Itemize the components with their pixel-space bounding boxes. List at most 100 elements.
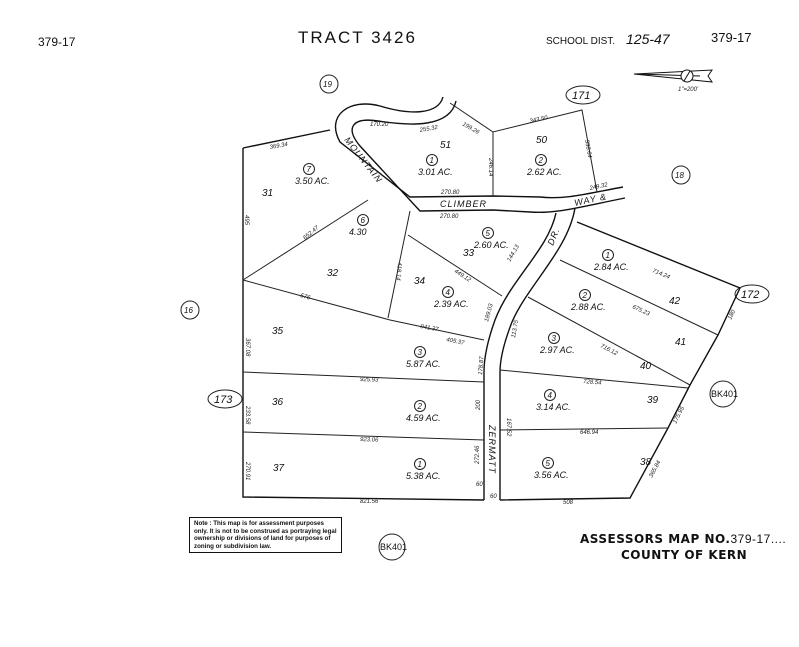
lot-number: 42 — [669, 296, 681, 307]
svg-text:171: 171 — [572, 90, 590, 102]
school-dist-value: 125-47 — [626, 31, 671, 47]
dimension-label: 343.50 — [529, 115, 549, 125]
parcel-number-circle — [535, 154, 547, 166]
dimension-label: 369.34 — [269, 142, 289, 151]
svg-text:172: 172 — [741, 289, 759, 301]
parcel-number-circle — [602, 249, 614, 261]
dimension-label: 338.64 — [583, 139, 592, 159]
lot-number: 38 — [640, 457, 652, 468]
dimension-label: 200 — [476, 399, 482, 411]
dimension-label: 60 — [490, 494, 497, 500]
north-arrow-icon: 1"=200' — [633, 69, 714, 93]
lot-number: 41 — [675, 337, 686, 348]
assessors-map-label: ASSESSORS MAP NO. — [580, 532, 731, 546]
parcel-number-circle — [579, 289, 591, 301]
map-ref-left: 379-17 — [38, 35, 76, 49]
parcel-number: 7 — [307, 165, 312, 174]
parcel-31: 73.50 AC.31 — [262, 163, 330, 199]
parcel-number: 1 — [430, 156, 434, 165]
parcel-number: 2 — [582, 291, 588, 300]
lot-number: 51 — [440, 140, 451, 151]
dimension-label: 272.46 — [475, 445, 481, 465]
parcel-number: 2 — [538, 156, 544, 165]
parcel-number: 5 — [546, 459, 551, 468]
parcel-number: 1 — [606, 251, 610, 260]
parcel-number: 5 — [486, 229, 491, 238]
svg-text:19: 19 — [323, 80, 332, 89]
lot-number: 37 — [273, 463, 285, 474]
street-label-dr: DR. — [546, 226, 562, 247]
parcel-number-circle — [414, 400, 426, 412]
parcel-number-circle — [414, 458, 426, 470]
parcel-35: 35.87 AC.35 — [272, 326, 441, 369]
lot-number: 40 — [640, 361, 652, 372]
parcel-number-circle — [303, 163, 315, 175]
dimension-label: 652.47 — [302, 225, 320, 242]
dimension-label: 941.37 — [420, 324, 440, 333]
parcel-33: 52.60 AC.33 — [463, 227, 509, 259]
svg-text:BK401: BK401 — [711, 389, 738, 399]
parcel-acreage: 3.50 AC. — [295, 176, 330, 186]
parcel-number: 4 — [446, 288, 451, 297]
parcel-acreage: 4.59 AC. — [406, 413, 441, 423]
dimension-label: 923.06 — [360, 437, 379, 444]
dimension-label: 675.23 — [631, 304, 651, 317]
parcel-42: 12.84 AC.42 — [593, 249, 681, 307]
dimension-label: 60 — [476, 482, 483, 488]
street-label-climber: CLIMBER — [440, 199, 487, 209]
parcel-number-circle — [426, 154, 438, 166]
school-dist-label: SCHOOL DIST. — [546, 36, 615, 47]
adjacent-map-bk401-bottom: BK401 — [378, 533, 407, 561]
adjacent-map-173: 173 — [207, 389, 243, 409]
road-zermatt-dr — [483, 207, 576, 500]
parcel-number: 1 — [418, 460, 422, 469]
dimension-label: 405.37 — [446, 337, 466, 347]
dimension-label: 255.32 — [418, 125, 439, 134]
lot-number: 35 — [272, 326, 284, 337]
dimension-label: 716.12 — [599, 343, 619, 357]
parcel-number: 3 — [552, 334, 557, 343]
dimension-label: 199.26 — [461, 122, 480, 137]
adjacent-map-18: 18 — [671, 165, 691, 185]
parcel-number: 6 — [361, 216, 366, 225]
parcel-number-circle — [414, 346, 426, 358]
assessment-note: Note : This map is for assessment purpos… — [189, 517, 342, 553]
dimension-label: 270.80 — [439, 214, 459, 220]
parcel-number-circle — [357, 214, 369, 226]
dimension-label: 270.91 — [244, 461, 250, 480]
parcel-lines — [242, 102, 741, 501]
street-label-mountain: MOUNTAIN — [342, 135, 384, 185]
dimension-label: 113.75 — [511, 319, 520, 338]
parcel-50: 22.62 AC.50 — [526, 135, 562, 177]
parcel-number: 4 — [548, 391, 553, 400]
lot-number: 39 — [647, 395, 659, 406]
parcel-number-circle — [542, 457, 554, 469]
assessors-map-number: ASSESSORS MAP NO.379-17.... — [580, 532, 786, 546]
map-number: 379-17.... — [730, 532, 787, 546]
dimension-label: 233.58 — [244, 405, 250, 425]
parcel-acreage: 3.14 AC. — [536, 402, 571, 412]
lot-number: 34 — [414, 276, 426, 287]
parcel-acreage: 5.38 AC. — [406, 471, 441, 481]
dimension-label: 246.14 — [487, 157, 493, 177]
scale-label: 1"=200' — [678, 87, 699, 93]
parcel-36: 24.59 AC.36 — [272, 397, 441, 423]
svg-text:173: 173 — [214, 394, 233, 406]
county-label: COUNTY OF KERN — [621, 548, 748, 562]
street-label-zermatt: ZERMATT — [487, 424, 497, 474]
dimension-label: 367.08 — [244, 338, 250, 357]
dimension-label: 178.87 — [478, 356, 486, 375]
lot-number: 32 — [327, 268, 339, 279]
parcel-acreage: 3.01 AC. — [418, 167, 453, 177]
parcel-number-circle — [548, 332, 560, 344]
dimension-label: 925.93 — [360, 377, 379, 384]
parcel-acreage: 3.56 AC. — [534, 470, 569, 480]
parcel-acreage: 2.39 AC. — [433, 299, 469, 309]
parcel-number: 3 — [418, 348, 423, 357]
parcel-acreage: 2.60 AC. — [473, 240, 509, 250]
adjacent-map-bk401-right: BK401 — [709, 380, 738, 408]
parcel-acreage: 2.97 AC. — [539, 345, 575, 355]
